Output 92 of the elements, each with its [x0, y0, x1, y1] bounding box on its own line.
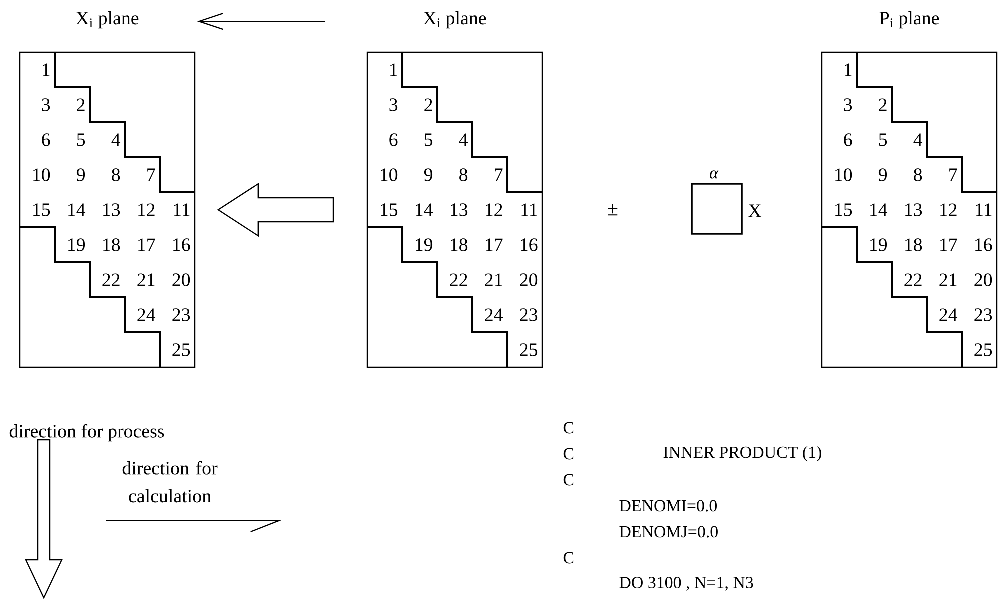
cell-number: 22	[102, 274, 120, 286]
cell-number: 5	[879, 134, 888, 146]
code-line: C	[564, 422, 574, 434]
cell-number: 25	[520, 344, 538, 356]
cell-number: 18	[104, 238, 120, 252]
code-line: INNER PRODUCT (1)	[664, 446, 822, 462]
cell-number: 8	[914, 168, 922, 182]
direction-label: direction for process	[10, 424, 164, 442]
cell-number: 5	[424, 134, 433, 146]
cell-number: 11	[976, 204, 992, 216]
cell-number: 16	[521, 238, 538, 252]
cell-number: 18	[451, 238, 468, 252]
cell-number: 19	[416, 238, 433, 252]
cell-number: 10	[836, 168, 852, 182]
plane-label: X$_{i}$ plane	[424, 11, 486, 29]
cell-number: 6	[390, 134, 398, 146]
cell-number: 13	[906, 204, 922, 216]
cell-number: 20	[520, 274, 538, 286]
cell-number: 7	[950, 168, 958, 182]
cell-number: 4	[459, 134, 468, 146]
code-line: C	[564, 552, 574, 564]
cell-number: 16	[174, 238, 190, 252]
cell-number: 4	[914, 134, 923, 146]
cell-number: 9	[424, 168, 433, 182]
cell-number: 10	[381, 168, 398, 182]
cell-number: 18	[906, 238, 922, 252]
plane-label: P$_{i}$ plane	[880, 11, 940, 29]
cell-number: 22	[904, 274, 922, 286]
cell-number: 23	[520, 308, 538, 322]
cell-number: 13	[451, 204, 468, 216]
cell-number: 7	[148, 168, 156, 182]
cell-number: 17	[138, 238, 156, 252]
cell-number: 15	[34, 204, 50, 216]
code-line: DENOMJ=0.0	[620, 526, 718, 538]
cell-number: 15	[381, 204, 398, 216]
cell-number: 11	[522, 204, 538, 216]
cell-number: 25	[974, 344, 992, 356]
cell-number: 21	[940, 274, 957, 286]
cell-number: 21	[485, 274, 502, 286]
cell-number: 23	[172, 308, 190, 322]
cell-number: 17	[940, 238, 958, 252]
cell-number: 11	[174, 204, 190, 216]
cell-number: 9	[878, 168, 888, 182]
cell-number: 2	[879, 98, 887, 112]
cell-number: 7	[495, 168, 503, 182]
cell-number: 14	[416, 204, 434, 216]
code-line: DO 3100 , N=1, N3	[620, 577, 754, 591]
cell-number: 6	[42, 134, 50, 146]
cell-number: 8	[112, 168, 120, 182]
cell-number: 8	[460, 168, 468, 182]
cell-number: 24	[485, 308, 504, 322]
plane-label: X$_{i}$ plane	[76, 11, 139, 29]
cell-number: 17	[486, 238, 503, 252]
code-line: C	[564, 448, 574, 460]
side-label: X	[748, 204, 762, 218]
cell-number: 14	[68, 204, 86, 216]
cell-number: 22	[450, 274, 468, 286]
direction-label: direction for calculation	[122, 461, 218, 503]
cell-number: 15	[836, 204, 852, 216]
cell-number: 2	[424, 98, 432, 112]
cell-number: 19	[68, 238, 86, 252]
cell-number: 23	[974, 308, 992, 322]
cell-number: 12	[940, 204, 957, 216]
plus-minus-sign: ±	[608, 204, 618, 216]
cell-number: 3	[42, 98, 50, 112]
cell-number: 4	[112, 134, 121, 146]
cell-number: 21	[138, 274, 155, 286]
cell-number: 20	[172, 274, 190, 286]
cell-number: 16	[976, 238, 992, 252]
cell-number: 1	[390, 64, 398, 76]
cell-number: 1	[845, 64, 852, 76]
cell-number: 1	[43, 64, 50, 76]
alpha-label: α	[710, 170, 719, 179]
cell-number: 24	[940, 308, 958, 322]
cell-number: 13	[104, 204, 120, 216]
cell-number: 9	[76, 168, 86, 182]
cell-number: 12	[138, 204, 155, 216]
cell-number: 25	[172, 344, 190, 356]
cell-number: 3	[844, 98, 852, 112]
cell-number: 10	[34, 168, 50, 182]
cell-number: 6	[844, 134, 852, 146]
cell-number: 19	[870, 238, 888, 252]
cell-number: 20	[974, 274, 992, 286]
cell-number: 24	[138, 308, 156, 322]
code-line: DENOMI=0.0	[620, 500, 717, 512]
cell-number: 12	[486, 204, 502, 216]
cell-number: 3	[390, 98, 398, 112]
code-line: C	[564, 474, 574, 486]
cell-number: 5	[77, 134, 86, 146]
cell-number: 14	[870, 204, 888, 216]
cell-number: 2	[77, 98, 85, 112]
arrow	[197, 13, 326, 30]
